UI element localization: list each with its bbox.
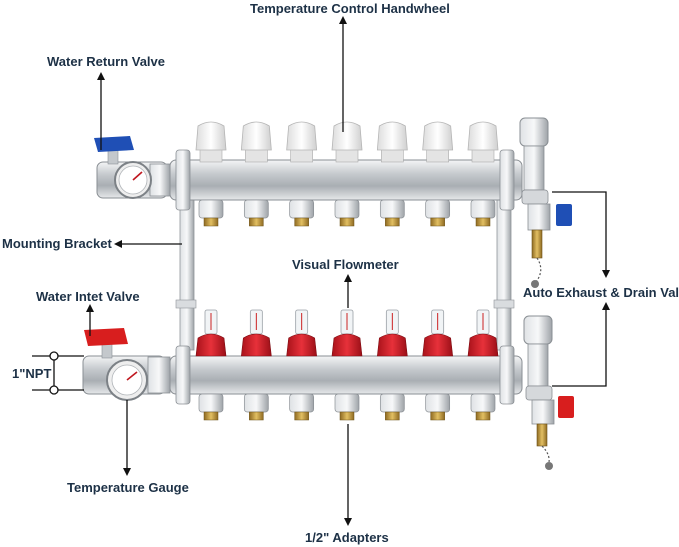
top-auto-exhaust-drain-valve: [519, 117, 572, 288]
water-return-valve: [94, 136, 171, 199]
handwheel: [467, 121, 499, 163]
red-drain-handle: [558, 396, 574, 418]
flowmeter: [195, 309, 227, 357]
adapter: [243, 199, 269, 227]
handwheel: [376, 121, 408, 163]
label-auto-exhaust-drain-valve: Auto Exhaust & Drain Valve: [523, 285, 679, 300]
label-water-return-valve: Water Return Valve: [47, 54, 165, 69]
label-visual-flowmeter: Visual Flowmeter: [292, 257, 399, 272]
mounting-bracket: [175, 199, 515, 351]
adapter: [334, 393, 360, 421]
water-intet-valve: [82, 328, 171, 401]
handwheel: [422, 121, 454, 163]
adapter: [379, 393, 405, 421]
return-temperature-gauge: [114, 161, 152, 199]
red-valve-handle: [84, 328, 128, 346]
label-adapters: 1/2" Adapters: [305, 530, 389, 545]
bottom-adapters: [198, 393, 496, 421]
flowmeter: [376, 309, 408, 357]
supply-header-bar: [169, 345, 523, 405]
handwheel: [286, 121, 318, 163]
adapter: [198, 199, 224, 227]
blue-drain-handle: [556, 204, 572, 226]
adapter: [243, 393, 269, 421]
supply-temperature-gauge: [106, 359, 148, 401]
flowmeter: [240, 309, 272, 357]
bottom-auto-exhaust-drain-valve: [523, 315, 574, 470]
handwheel: [240, 121, 272, 163]
adapter: [379, 199, 405, 227]
adapter: [289, 199, 315, 227]
callout-lines: [86, 16, 610, 526]
flowmeter: [467, 309, 499, 357]
flowmeter: [331, 309, 363, 357]
temperature-control-handwheels: [195, 121, 499, 163]
label-water-intet-valve: Water Intet Valve: [36, 289, 140, 304]
label-mounting-bracket: Mounting Bracket: [2, 236, 112, 251]
handwheel: [195, 121, 227, 163]
visual-flowmeters: [195, 309, 499, 357]
blue-valve-handle: [94, 136, 134, 152]
top-adapters: [198, 199, 496, 227]
label-temperature-gauge: Temperature Gauge: [67, 480, 189, 495]
adapter: [334, 199, 360, 227]
adapter: [289, 393, 315, 421]
adapter: [425, 393, 451, 421]
handwheel: [331, 121, 363, 163]
adapter: [470, 199, 496, 227]
adapter: [470, 393, 496, 421]
flowmeter: [286, 309, 318, 357]
label-npt: 1"NPT: [12, 366, 51, 381]
label-temperature-control-handwheel: Temperature Control Handwheel: [250, 1, 450, 16]
npt-dimension-marker: [32, 351, 84, 395]
flowmeter: [422, 309, 454, 357]
adapter: [425, 199, 451, 227]
adapter: [198, 393, 224, 421]
